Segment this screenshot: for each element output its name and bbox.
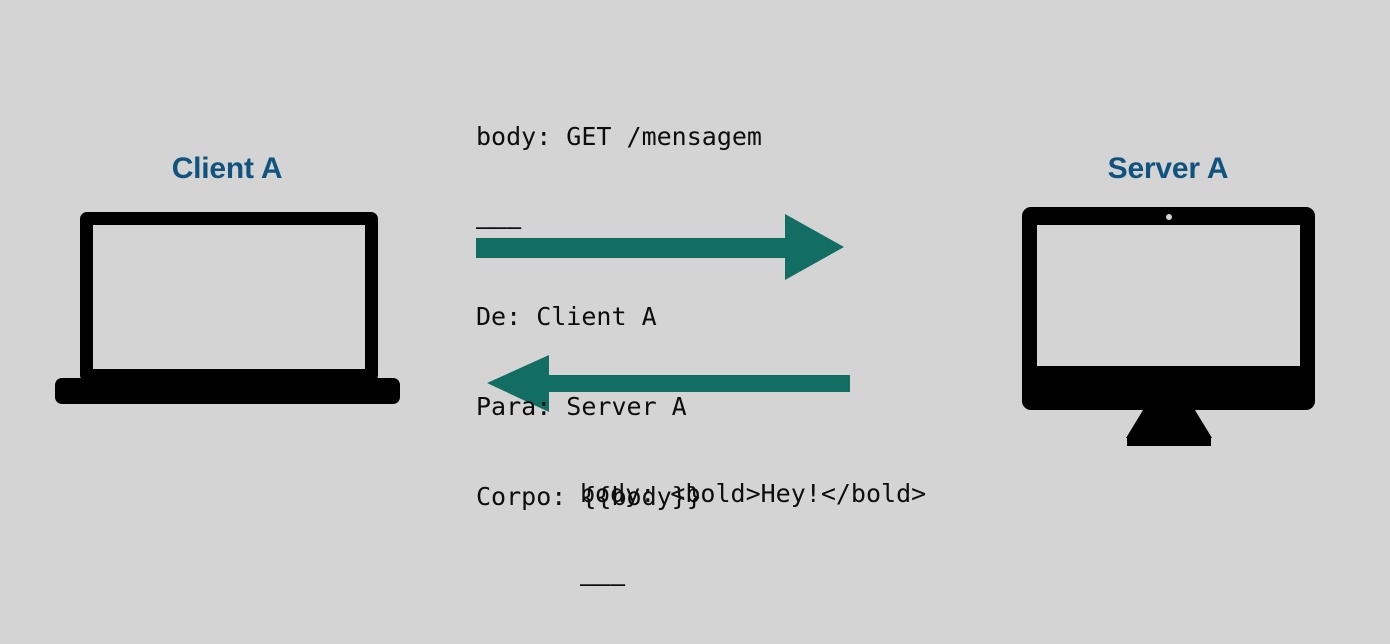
response-message-block: body: <bold>Hey!</bold> ——— De: Server A… — [580, 419, 926, 644]
request-message-block: body: GET /mensagem ——— De: Client A Par… — [476, 62, 762, 572]
request-message-line: Para: Server A — [476, 392, 687, 421]
monitor-stand-neck — [1126, 407, 1212, 438]
monitor-webcam-dot — [1166, 214, 1172, 220]
request-message-line: body: GET /mensagem — [476, 122, 762, 151]
monitor-screen — [1037, 225, 1300, 366]
monitor-stand-base — [1127, 436, 1211, 446]
response-message-line: body: <bold>Hey!</bold> — [580, 479, 927, 508]
monitor-icon — [1022, 207, 1315, 446]
request-message-line: ——— — [476, 212, 522, 241]
server-node-label: Server A — [1107, 152, 1229, 185]
laptop-screen — [80, 212, 378, 382]
laptop-icon — [55, 210, 400, 405]
response-arrow-left-icon — [487, 355, 850, 412]
client-node-label: Client A — [171, 152, 283, 185]
request-message-line: De: Client A — [476, 302, 657, 331]
request-arrow-right-icon — [476, 214, 844, 280]
request-message-line: Corpo: {{body}} — [476, 482, 702, 511]
laptop-base — [55, 378, 400, 404]
response-message-line: ——— — [580, 569, 626, 598]
